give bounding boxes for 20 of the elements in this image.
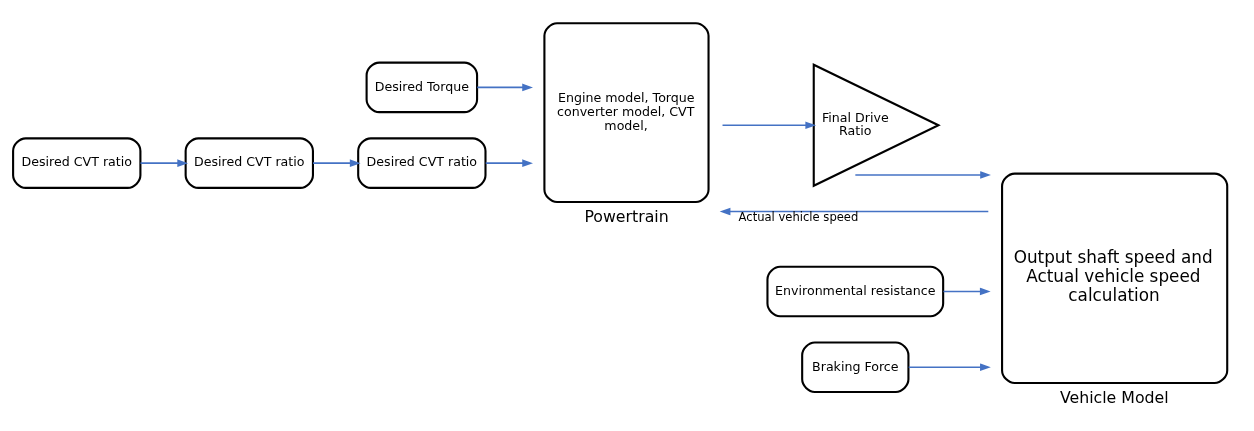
arrow	[942, 287, 991, 295]
node-box: Braking Force	[801, 340, 910, 393]
arrow	[721, 121, 817, 129]
node-box: Desired CVT ratio	[184, 136, 314, 189]
node-box: Output shaft speed and Actual vehicle speed calculation	[1001, 172, 1229, 384]
node-box: Desired CVT ratio	[12, 136, 142, 189]
arrow	[907, 362, 991, 371]
node-box: Desired CVT ratio	[357, 136, 487, 189]
arrow	[484, 158, 533, 167]
edge-label: Actual vehicle speed	[738, 209, 859, 224]
node-box: Engine model, Torque converter model, CVT model,	[543, 21, 710, 203]
arrow	[719, 207, 990, 215]
node-label: Vehicle Model	[1059, 387, 1169, 407]
arrow	[854, 170, 991, 179]
arrow	[476, 83, 533, 91]
node-box: Desired Torque	[365, 61, 479, 113]
arrow	[139, 158, 189, 167]
node-label: Powertrain	[584, 206, 669, 226]
arrow	[312, 158, 361, 167]
node-box: Environmental resistance	[766, 265, 945, 317]
